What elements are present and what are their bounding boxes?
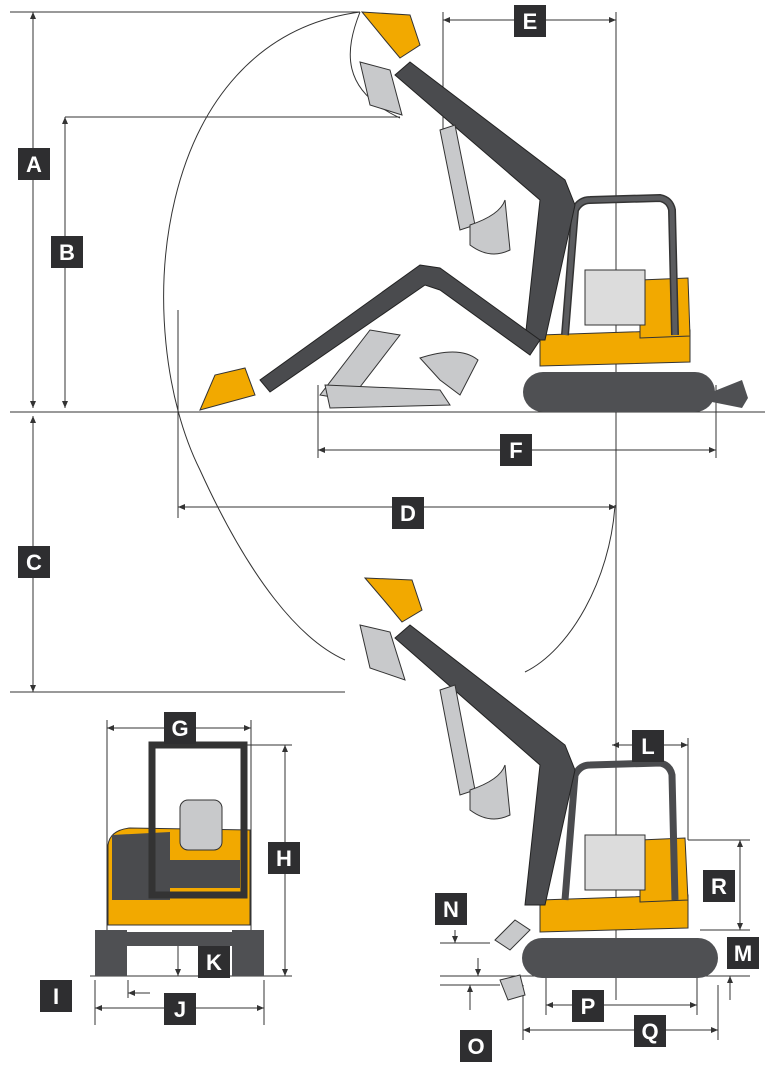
transport-track [522, 938, 718, 978]
transport-engine-cover [639, 837, 689, 903]
reach-envelope-arc-right [524, 504, 616, 673]
label-m-text: M [734, 941, 752, 966]
bucket-folded-gray [419, 351, 479, 396]
excavator-side-reach [10, 11, 765, 1000]
arrowheads-bottom [452, 742, 743, 1033]
label-p: P [572, 990, 604, 1022]
blade-down-gray [499, 974, 526, 1001]
transport-bucket-curl-gray [359, 624, 406, 681]
transport-bucket-gray [469, 764, 511, 820]
label-i: I [40, 980, 72, 1012]
label-h: H [268, 842, 300, 874]
label-o: O [460, 1030, 492, 1062]
label-b: B [51, 236, 83, 268]
label-q: Q [634, 1015, 666, 1047]
label-h-text: H [276, 846, 292, 871]
track [523, 372, 715, 412]
label-l-text: L [641, 734, 654, 759]
blade-up-gray [494, 919, 531, 951]
label-i-text: I [53, 984, 59, 1009]
label-j-text: J [174, 997, 186, 1022]
arrowheads-top [30, 12, 716, 692]
label-c-text: C [26, 550, 42, 575]
label-n-text: N [443, 897, 459, 922]
bucket-raised-gray [469, 199, 511, 255]
bucket-extended-yellow [199, 367, 256, 411]
boom-extended [259, 264, 541, 393]
label-q-text: Q [641, 1019, 658, 1044]
label-d-text: D [400, 501, 416, 526]
label-g-text: G [171, 716, 188, 741]
track-left [95, 930, 127, 976]
label-m: M [727, 937, 759, 969]
label-o-text: O [467, 1034, 484, 1059]
transport-seat [584, 834, 646, 891]
transport-cab-frame [561, 759, 679, 901]
label-f: F [500, 434, 532, 466]
front-cab-frame [148, 741, 248, 899]
arm-folded-gray-2 [324, 384, 451, 409]
reach-envelope-arc [163, 11, 361, 661]
label-f-text: F [509, 438, 522, 463]
transport-bucket-yellow [363, 577, 423, 623]
arm-cylinder-raised [439, 124, 476, 231]
excavator-front [90, 720, 292, 1025]
label-b-text: B [59, 240, 75, 265]
label-k-text: K [206, 950, 222, 975]
arrowheads-front [95, 725, 288, 1011]
dozer-blade [712, 380, 748, 408]
front-grille [160, 860, 240, 888]
dimension-labels: A B C D E F G H I J K L M N O P Q R [18, 5, 759, 1062]
label-p-text: P [581, 994, 596, 1019]
label-a-text: A [26, 152, 42, 177]
label-e-text: E [523, 9, 538, 34]
label-r: R [703, 870, 735, 902]
label-n: N [435, 893, 467, 925]
operator-seat [584, 269, 646, 326]
transport-upper-body [539, 894, 689, 933]
label-d: D [392, 497, 424, 529]
transport-boom [394, 624, 576, 906]
label-a: A [18, 148, 50, 180]
label-e: E [514, 5, 546, 37]
label-r-text: R [711, 874, 727, 899]
track-right [232, 930, 264, 976]
front-seat [179, 799, 223, 851]
bucket-top-yellow [360, 11, 421, 59]
excavator-side-transport [359, 577, 750, 1040]
label-g: G [164, 712, 196, 744]
label-c: C [18, 546, 50, 578]
undercarriage [125, 932, 235, 946]
label-j: J [164, 993, 196, 1025]
boom-raised [394, 61, 576, 341]
bucket-top-gray [359, 61, 403, 116]
label-l: L [632, 730, 664, 762]
engine-cover [639, 277, 691, 339]
label-k: K [198, 946, 230, 978]
cab-frame-inner [562, 195, 678, 336]
